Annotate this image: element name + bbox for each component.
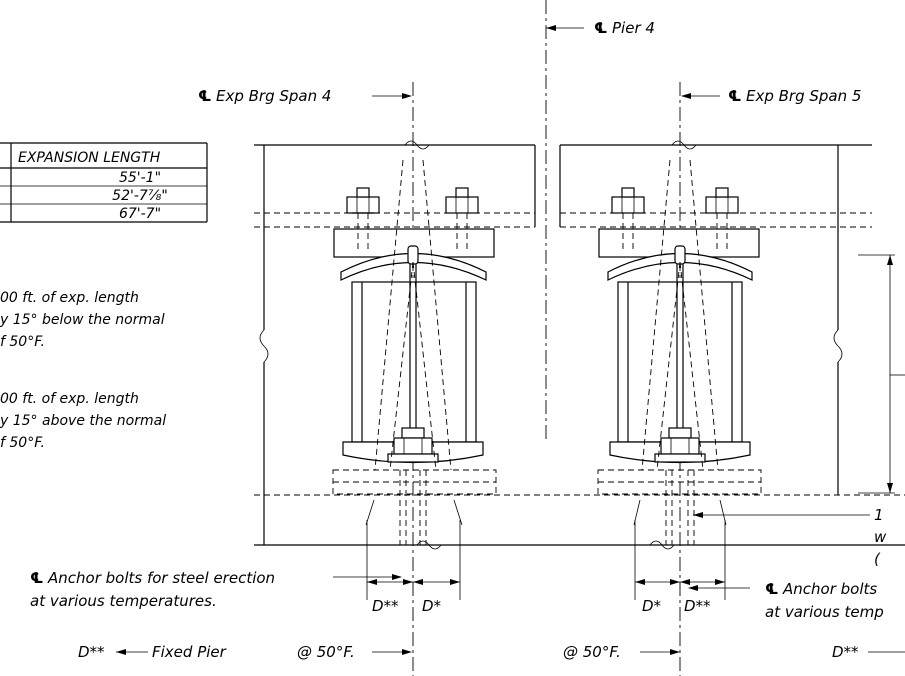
note1-line3: f 50°F. xyxy=(0,334,45,350)
svg-text:℄: ℄ xyxy=(728,87,741,105)
d-star-right: D* xyxy=(642,597,662,615)
table-row: 52'-7⅞" xyxy=(112,188,168,204)
centerline-symbol-icon: ℄ ℄ ℄ ℄ ℄ xyxy=(30,19,778,598)
bearing-span5 xyxy=(597,159,870,600)
svg-text:℄: ℄ xyxy=(594,19,607,37)
table-header: EXPANSION LENGTH xyxy=(18,150,161,166)
expansion-length-table xyxy=(0,142,208,223)
exp-brg-span5-label: Exp Brg Span 5 xyxy=(746,87,861,105)
d-double-star-left: D** xyxy=(372,597,399,615)
note1-line2: y 15° below the normal xyxy=(0,312,165,328)
note2-line1: 00 ft. of exp. length xyxy=(0,391,139,407)
d-double-star-fixed: D** xyxy=(78,643,105,661)
note2-line2: y 15° above the normal xyxy=(0,413,166,429)
table-row: 55'-1" xyxy=(119,170,161,186)
right-fragment-2: w xyxy=(874,528,887,546)
at-50f-right: @ 50°F. xyxy=(563,643,621,661)
bearing-span4 xyxy=(332,159,497,600)
exp-brg-span4-label: Exp Brg Span 4 xyxy=(216,87,331,105)
anchor-left-line2: at various temperatures. xyxy=(30,592,217,610)
pier4-label: Pier 4 xyxy=(612,19,655,37)
right-fragment-1: 1 xyxy=(874,506,884,524)
note1-line1: 00 ft. of exp. length xyxy=(0,290,139,306)
right-fragment-3: ( xyxy=(874,550,881,568)
anchor-right-line2: at various temp xyxy=(765,603,884,621)
d-star-left: D* xyxy=(422,597,442,615)
note2-line3: f 50°F. xyxy=(0,435,45,451)
svg-text:℄: ℄ xyxy=(30,569,43,587)
d-double-star-right-bottom: D** xyxy=(832,643,859,661)
svg-text:℄: ℄ xyxy=(765,580,778,598)
fixed-pier-label: Fixed Pier xyxy=(152,643,227,661)
d-double-star-right: D** xyxy=(684,597,711,615)
anchor-right-line1: Anchor bolts xyxy=(782,580,877,598)
anchor-left-line1: Anchor bolts for steel erection xyxy=(47,569,275,587)
svg-text:℄: ℄ xyxy=(198,87,211,105)
at-50f-left: @ 50°F. xyxy=(297,643,355,661)
table-row: 67'-7" xyxy=(119,206,161,222)
